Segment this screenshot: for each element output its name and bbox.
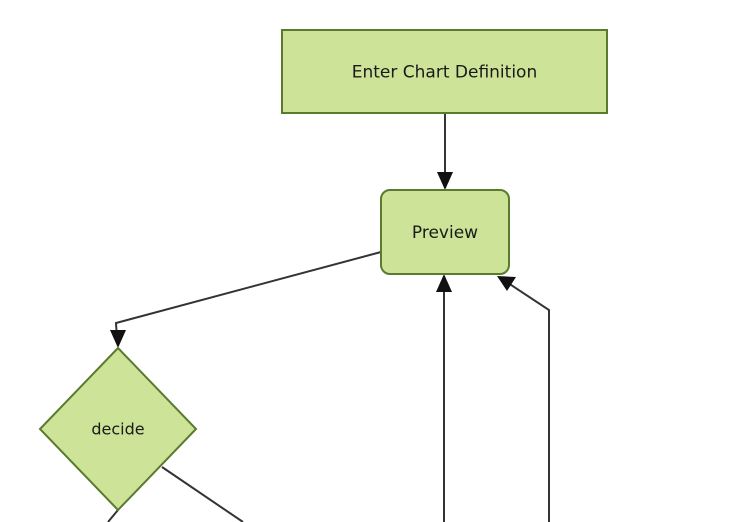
- edge-enter-to-preview: [437, 113, 453, 190]
- edge-decide-out-bottom: [107, 509, 119, 522]
- edge-return-center-to-preview: [436, 274, 452, 522]
- edge-return-right-to-preview: [497, 276, 550, 522]
- node-decide-label: decide: [91, 420, 144, 439]
- edge-preview-to-decide: [110, 251, 382, 348]
- node-preview[interactable]: Preview: [380, 189, 510, 275]
- node-enter-chart-definition[interactable]: Enter Chart Definition: [281, 29, 608, 114]
- node-enter-chart-definition-label: Enter Chart Definition: [352, 63, 537, 83]
- node-preview-label: Preview: [412, 223, 478, 243]
- edge-decide-out-right: [161, 466, 244, 522]
- node-decide[interactable]: decide: [38, 346, 198, 512]
